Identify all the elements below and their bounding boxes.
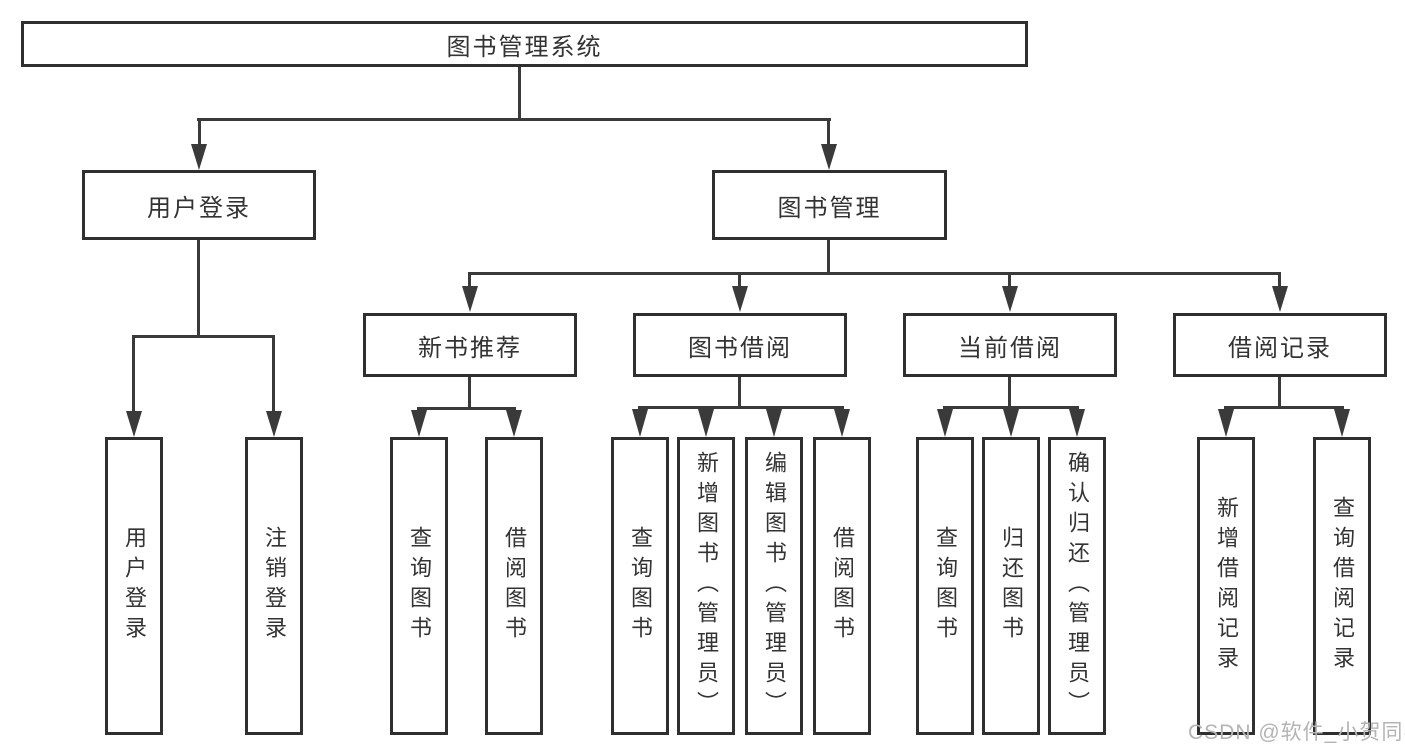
arrow-down-icon [698,409,714,437]
node-user-login: 用户登录 [82,170,316,240]
arrow-down-icon [126,411,142,437]
leaf-query-borrow-record: 查询借阅记录 [1313,437,1371,735]
leaf-label: 查询借阅记录 [1330,496,1355,676]
arrow-down-icon [191,144,207,170]
node-label: 当前借阅 [958,334,1062,362]
connector-line [827,240,830,272]
connector-line [638,406,844,409]
arrow-down-icon [462,286,478,312]
arrow-down-icon [766,409,782,437]
leaf-label: 查询图书 [407,526,432,646]
leaf-logout: 注销登录 [245,437,303,735]
node-library-system: 图书管理系统 [21,21,1028,67]
leaf-label: 借阅图书 [830,526,855,646]
arrow-down-icon [1002,286,1018,312]
arrow-down-icon [834,409,850,437]
leaf-label: 确认归还（管理员） [1065,451,1090,721]
connector-line [198,118,201,146]
leaf-confirm-return-admin: 确认归还（管理员） [1048,437,1106,735]
leaf-label: 归还图书 [999,526,1024,646]
leaf-label: 查询图书 [628,526,653,646]
connector-line [943,406,1079,409]
node-book-borrowing: 图书借阅 [633,313,847,377]
arrow-down-icon [1334,409,1350,437]
node-new-book-recommend: 新书推荐 [363,313,577,377]
node-book-management: 图书管理 [712,170,947,240]
connector-line [468,272,471,287]
arrow-down-icon [732,286,748,312]
leaf-query-books-recommend: 查询图书 [390,437,448,735]
connector-line [468,377,471,407]
leaf-return-book: 归还图书 [982,437,1040,735]
arrow-down-icon [506,410,522,437]
connector-line [417,407,516,410]
node-label: 图书管理系统 [446,33,603,61]
arrow-down-icon [632,409,648,437]
leaf-edit-book-admin: 编辑图书（管理员） [745,437,803,735]
connector-line [1224,406,1344,409]
node-label: 新书推荐 [418,334,522,362]
connector-line [272,335,275,412]
leaf-label: 借阅图书 [502,526,527,646]
leaf-label: 新增借阅记录 [1214,496,1239,676]
node-label: 用户登录 [147,194,251,222]
leaf-borrow-books-recommend: 借阅图书 [485,437,543,735]
connector-line [132,335,135,412]
connector-line [197,240,200,335]
leaf-add-book-admin: 新增图书（管理员） [677,437,735,735]
leaf-label: 编辑图书（管理员） [762,451,787,721]
arrow-down-icon [1069,409,1085,437]
connector-line [1008,377,1011,406]
node-current-borrowing: 当前借阅 [903,313,1117,377]
arrow-down-icon [821,144,837,170]
leaf-label: 注销登录 [262,526,287,646]
leaf-label: 用户登录 [122,526,147,646]
arrow-down-icon [937,409,953,437]
connector-line [827,118,830,146]
connector-line [1008,272,1011,287]
node-label: 图书管理 [777,194,882,222]
leaf-query-books-borrowing: 查询图书 [611,437,669,735]
connector-line [1278,272,1281,287]
leaf-add-borrow-record: 新增借阅记录 [1197,437,1255,735]
connector-line [468,272,1281,275]
connector-line [197,118,831,121]
connector-line [738,377,741,406]
connector-line [132,335,275,338]
connector-line [1278,377,1281,406]
node-borrow-records: 借阅记录 [1173,313,1387,377]
leaf-query-books-current: 查询图书 [916,437,974,735]
node-label: 图书借阅 [688,334,792,362]
connector-line [518,66,521,118]
arrow-down-icon [411,410,427,437]
csdn-watermark: CSDN @软件_小贺同学 [1188,721,1405,744]
connector-line [738,272,741,287]
arrow-down-icon [266,411,282,437]
node-label: 借阅记录 [1228,334,1332,362]
arrow-down-icon [1272,286,1288,312]
leaf-label: 新增图书（管理员） [694,451,719,721]
leaf-label: 查询图书 [933,526,958,646]
leaf-borrow-books: 借阅图书 [813,437,871,735]
arrow-down-icon [1003,409,1019,437]
leaf-user-login: 用户登录 [105,437,163,735]
arrow-down-icon [1218,409,1234,437]
